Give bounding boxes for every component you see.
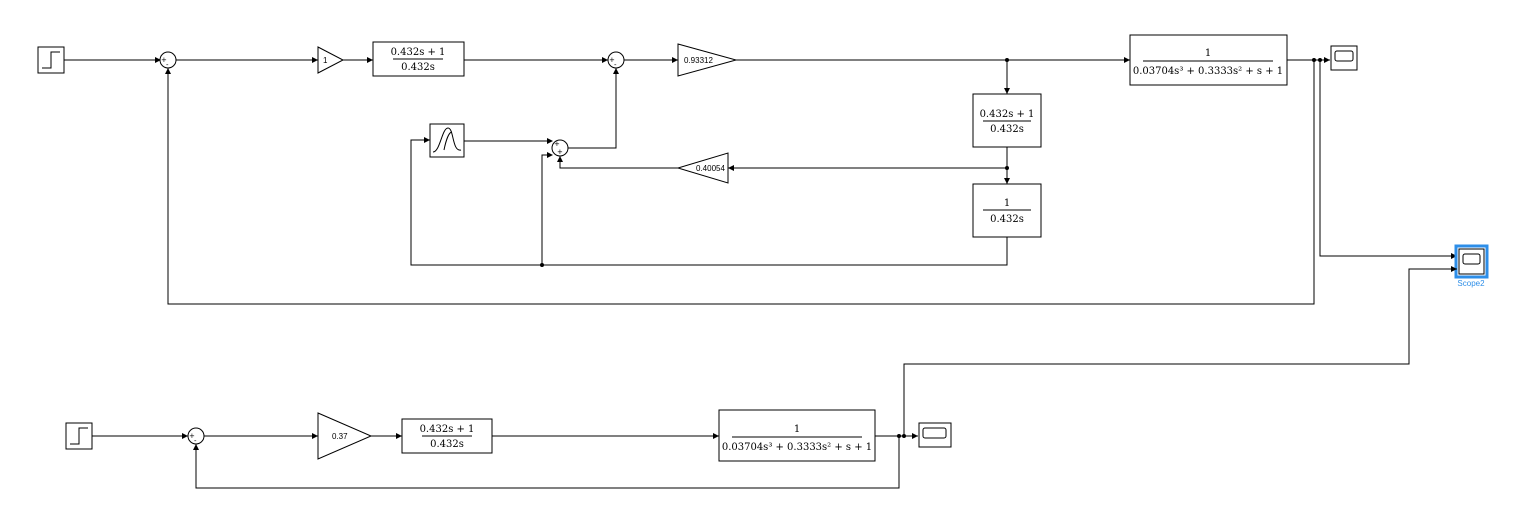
gain-value: 0.37 — [332, 432, 348, 441]
step-source-top[interactable] — [37, 46, 65, 74]
gain-block-1[interactable]: 1 — [317, 46, 345, 74]
tf-denominator: 0.432s — [401, 62, 435, 73]
tf-numerator: 1 — [1004, 198, 1010, 209]
scope-top[interactable] — [1330, 45, 1358, 71]
tf-numerator: 1 — [794, 424, 800, 435]
transfer-fcn-integrator[interactable]: 1 0.432s — [972, 183, 1042, 238]
sum-sign: + — [189, 432, 195, 440]
sum-block-3[interactable]: + + — [551, 139, 569, 157]
step-source-bottom[interactable] — [65, 422, 93, 450]
sum-sign: - — [614, 61, 617, 69]
gain-block-feedback[interactable]: 0.40054 — [676, 152, 729, 184]
gain-value: 0.40054 — [696, 164, 725, 173]
sum-sign: + — [557, 148, 563, 156]
backlash-lookup-block[interactable] — [429, 123, 465, 158]
sum-sign: + — [554, 140, 560, 148]
transfer-fcn-pi-middle[interactable]: 0.432s + 1 0.432s — [972, 93, 1042, 148]
gain-value: 1 — [323, 56, 328, 65]
tf-denominator: 0.432s — [430, 439, 464, 450]
tf-denominator: 0.03704s³ + 0.3333s² + s + 1 — [722, 442, 872, 453]
tf-numerator: 1 — [1205, 48, 1211, 59]
tf-denominator: 0.432s — [990, 124, 1024, 135]
sum-block-2[interactable]: + - — [607, 51, 625, 69]
scope-bottom[interactable] — [918, 422, 952, 448]
sum-sign: + — [161, 56, 167, 64]
scope2[interactable]: Scope2 — [1454, 244, 1489, 288]
tf-numerator: 0.432s + 1 — [391, 47, 446, 58]
transfer-fcn-plant-bottom[interactable]: 1 0.03704s³ + 0.3333s² + s + 1 — [718, 409, 876, 462]
sum-block-1[interactable]: + - — [159, 51, 177, 69]
sum-sign: + — [609, 56, 615, 64]
transfer-fcn-plant-top[interactable]: 1 0.03704s³ + 0.3333s² + s + 1 — [1129, 34, 1288, 86]
sum-sign: - — [166, 61, 169, 69]
gain-value: 0.93312 — [684, 56, 713, 65]
sum-sign: - — [194, 437, 197, 445]
scope2-label: Scope2 — [1457, 279, 1485, 288]
gain-block-bottom[interactable]: 0.37 — [317, 412, 373, 460]
tf-numerator: 0.432s + 1 — [420, 424, 475, 435]
sum-block-4[interactable]: + - — [187, 427, 205, 445]
tf-denominator: 0.03704s³ + 0.3333s² + s + 1 — [1133, 66, 1283, 77]
tf-denominator: 0.432s — [990, 214, 1024, 225]
tf-numerator: 0.432s + 1 — [980, 109, 1035, 120]
transfer-fcn-pi-top[interactable]: 0.432s + 1 0.432s — [372, 41, 465, 77]
gain-block-2[interactable]: 0.93312 — [677, 43, 738, 77]
transfer-fcn-pi-bottom[interactable]: 0.432s + 1 0.432s — [401, 418, 493, 454]
